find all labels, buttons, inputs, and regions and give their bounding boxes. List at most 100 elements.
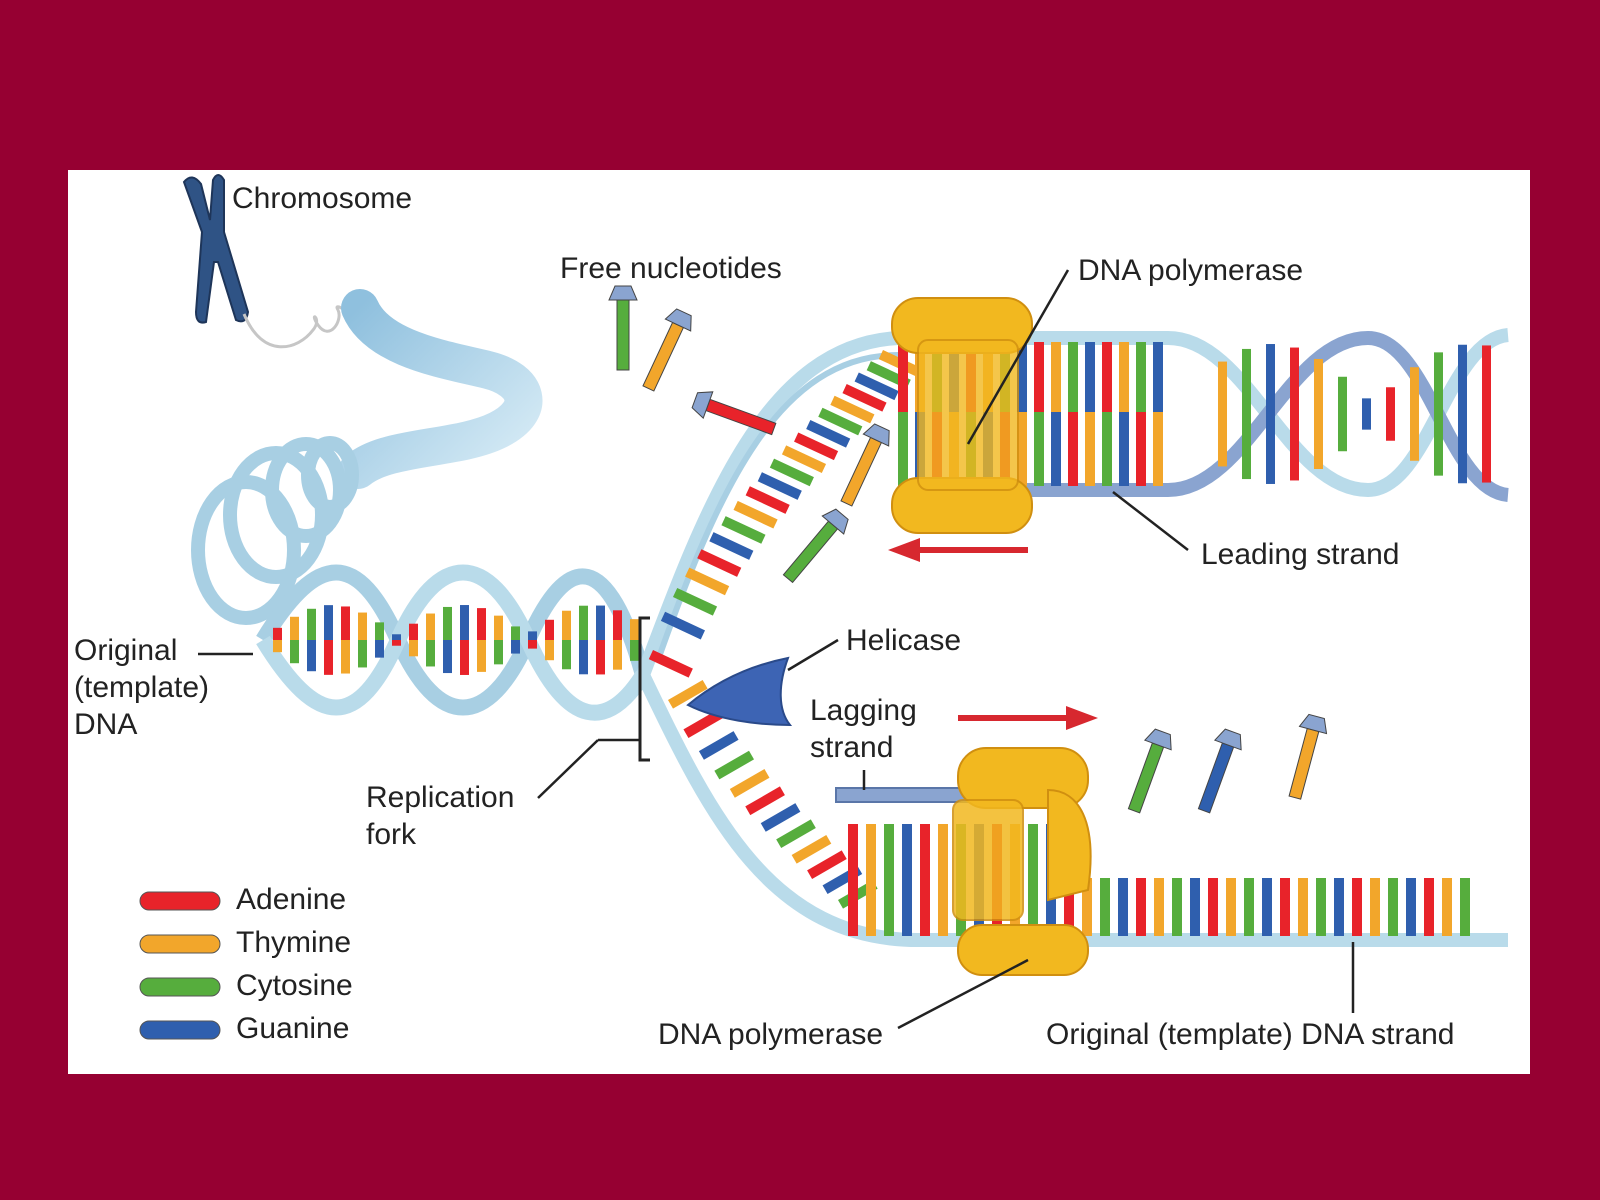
base xyxy=(672,587,718,616)
base xyxy=(660,611,705,640)
base xyxy=(1262,878,1272,936)
base xyxy=(1068,342,1078,412)
base xyxy=(1082,878,1092,936)
free-nucleotide xyxy=(1288,713,1328,800)
base-pair xyxy=(596,605,605,640)
base xyxy=(1208,878,1218,936)
base xyxy=(1482,345,1491,483)
base-pair xyxy=(409,623,418,640)
base xyxy=(721,516,766,544)
base xyxy=(698,731,739,760)
base xyxy=(1338,376,1347,452)
base-pair xyxy=(630,640,639,661)
base xyxy=(791,835,832,864)
base xyxy=(733,500,778,529)
base-pair xyxy=(341,606,350,640)
base xyxy=(807,850,847,879)
base xyxy=(729,769,770,798)
base-pair xyxy=(392,634,401,640)
base xyxy=(1190,878,1200,936)
fork-bottom-strand xyxy=(636,671,1508,947)
base-pair xyxy=(307,608,316,640)
base xyxy=(1406,878,1416,936)
base-pair xyxy=(494,615,503,640)
base xyxy=(776,819,816,848)
base xyxy=(1102,412,1112,486)
lagging-strand-bases xyxy=(848,824,1470,936)
base-pair xyxy=(562,610,571,640)
base xyxy=(1298,878,1308,936)
base-pair xyxy=(443,640,452,674)
label-leader-lines xyxy=(198,269,1355,1030)
base xyxy=(1136,342,1146,412)
base-pair xyxy=(426,613,435,640)
base xyxy=(1100,878,1110,936)
base-pair xyxy=(443,606,452,640)
label-helicase: Helicase xyxy=(846,624,962,657)
base xyxy=(1218,361,1227,467)
base xyxy=(709,532,754,560)
dna-polymerase-bottom-shape xyxy=(952,747,1092,976)
base xyxy=(1280,878,1290,936)
template-dna-helix xyxy=(256,564,651,721)
base xyxy=(1266,344,1275,484)
base xyxy=(806,419,851,448)
base-pair xyxy=(460,640,469,675)
label-dna-polymerase-top: DNA polymerase xyxy=(1078,254,1304,287)
base xyxy=(683,709,724,739)
base-pair xyxy=(290,640,299,664)
free-nucleotide xyxy=(840,423,890,507)
base-pair xyxy=(511,626,520,640)
base xyxy=(1434,352,1443,476)
base xyxy=(830,395,875,424)
label-original-template-dna: Original (template) DNA xyxy=(74,634,210,741)
base-pair xyxy=(528,640,537,649)
legend-swatch xyxy=(139,934,221,954)
base xyxy=(1388,878,1398,936)
diagram-panel: Chromosome Free nucleotides DNA polymera… xyxy=(68,170,1530,1074)
base xyxy=(1314,358,1323,470)
label-original-template-strand: Original (template) DNA strand xyxy=(1046,1018,1455,1051)
label-free-nucleotides: Free nucleotides xyxy=(560,252,782,285)
base-pair xyxy=(375,622,384,640)
base xyxy=(1136,878,1146,936)
base-pair xyxy=(613,610,622,640)
base xyxy=(1362,398,1371,430)
base xyxy=(1458,344,1467,484)
base-pair xyxy=(545,640,554,661)
base xyxy=(1068,412,1078,486)
base-pair xyxy=(477,608,486,640)
base-pair xyxy=(358,612,367,640)
base xyxy=(854,372,899,401)
base xyxy=(920,824,930,936)
base-pair xyxy=(579,640,588,675)
base-pair xyxy=(494,640,503,665)
legend-swatch xyxy=(139,977,221,997)
free-nucleotides xyxy=(608,285,1328,814)
base-pair xyxy=(273,627,282,640)
legend-label: Adenine xyxy=(236,883,347,916)
base xyxy=(668,680,708,709)
base-pair xyxy=(426,640,435,667)
label-replication-fork: Replication fork xyxy=(366,781,515,851)
base-pair xyxy=(562,640,571,670)
base xyxy=(1153,342,1163,412)
base xyxy=(1242,348,1251,480)
base-pair xyxy=(528,631,537,640)
base xyxy=(1334,878,1344,936)
leading-template-bases xyxy=(648,350,923,678)
chromosome-icon xyxy=(182,174,250,324)
base-pair xyxy=(460,605,469,640)
base-pair xyxy=(324,605,333,640)
base xyxy=(938,824,948,936)
base xyxy=(1085,412,1095,486)
base xyxy=(1370,878,1380,936)
base xyxy=(884,824,894,936)
helicase-shape xyxy=(686,656,793,727)
base-pair xyxy=(307,640,316,672)
lagging-direction-arrow xyxy=(958,706,1098,730)
base-pair xyxy=(477,640,486,672)
free-nucleotide xyxy=(608,285,638,371)
base xyxy=(685,567,730,596)
base xyxy=(1386,387,1395,441)
